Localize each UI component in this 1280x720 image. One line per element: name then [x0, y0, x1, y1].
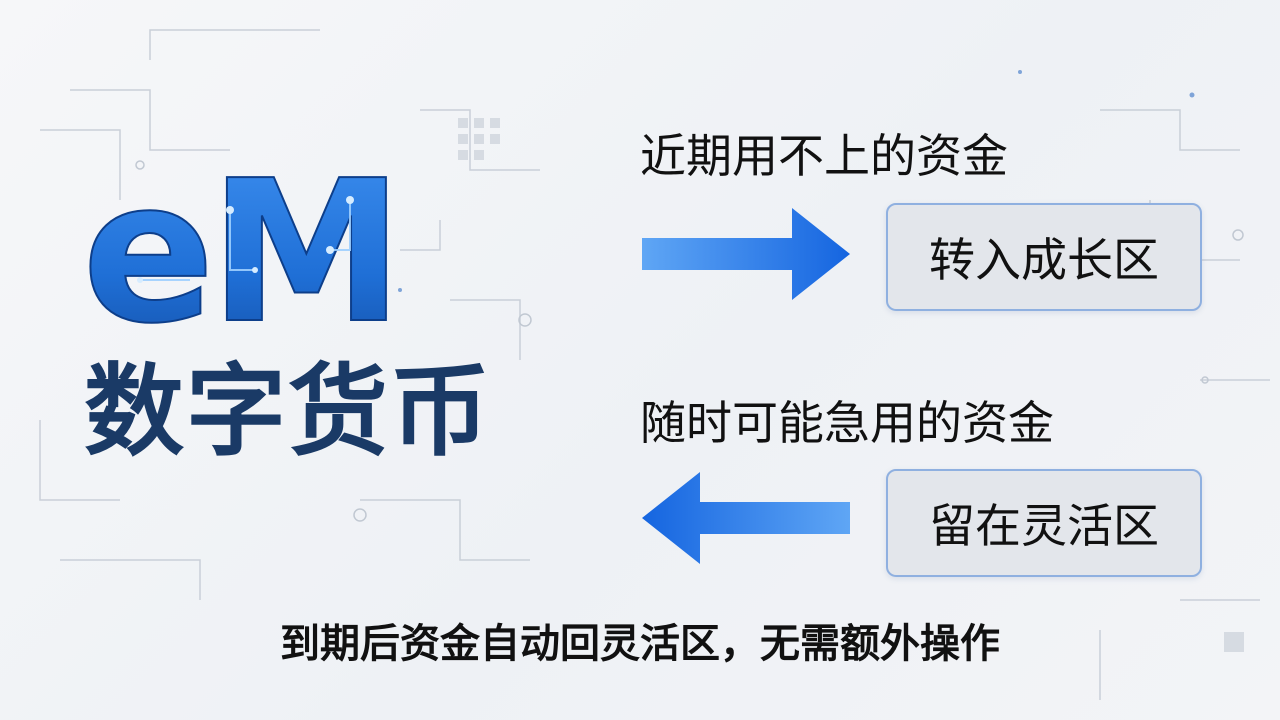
arrow-left-icon: [642, 472, 850, 564]
em-logo: eM: [81, 170, 390, 340]
em-logo-text: eM: [82, 170, 390, 340]
arrow-right-icon: [642, 208, 850, 300]
flexible-zone-box: 留在灵活区: [886, 469, 1202, 577]
growth-zone-box: 转入成长区: [886, 203, 1202, 311]
brand-title: 数字货币: [84, 353, 492, 470]
footer-note: 到期后资金自动回灵活区，无需额外操作: [280, 621, 1000, 667]
flow-label-urgent: 随时可能急用的资金: [640, 396, 1054, 450]
flow-label-long-term: 近期用不上的资金: [640, 129, 1008, 183]
growth-zone-label: 转入成长区: [929, 233, 1159, 287]
flexible-zone-label: 留在灵活区: [929, 499, 1159, 553]
